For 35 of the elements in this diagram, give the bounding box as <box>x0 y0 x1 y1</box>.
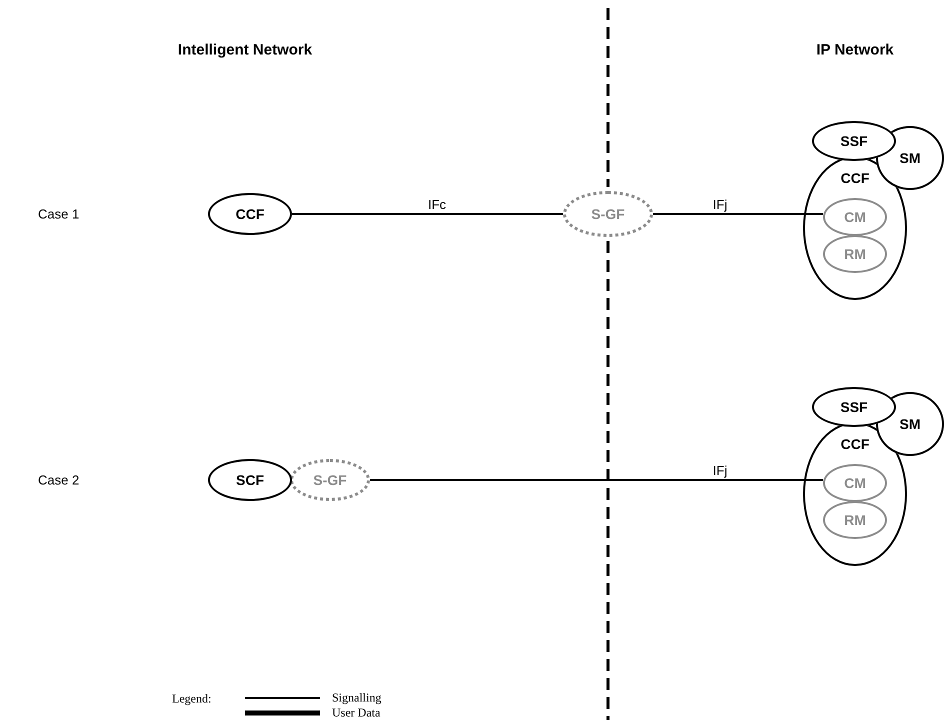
function-ellipse <box>823 235 887 273</box>
node-label: S-GF <box>313 472 347 488</box>
edge-label: IFj <box>710 197 730 212</box>
section-heading: Intelligent Network <box>178 42 312 58</box>
node-label: CCF <box>840 436 870 453</box>
function-ellipse <box>823 198 887 236</box>
node-label: CCF <box>236 206 264 222</box>
node-label: CCF <box>840 170 870 187</box>
node-label: SCF <box>236 472 264 488</box>
node-label: SSF <box>840 132 868 150</box>
dotted-ellipse <box>290 459 370 501</box>
node-label: S-GF <box>591 206 625 222</box>
connector-line <box>653 213 823 215</box>
function-ellipse <box>876 392 944 456</box>
node-label: RM <box>844 512 866 528</box>
connector-line <box>370 479 823 481</box>
node-label: SM <box>900 416 920 432</box>
section-heading: IP Network <box>816 42 894 58</box>
legend-label: Signalling <box>332 690 382 706</box>
connector-line <box>292 213 563 215</box>
legend-label: User Data <box>332 706 380 720</box>
function-ellipse <box>823 464 887 502</box>
case-label: Case 1 <box>38 206 80 222</box>
node-label: SM <box>900 150 920 166</box>
node-label: CM <box>844 474 866 492</box>
legend-heading: Legend: <box>172 692 212 706</box>
node-label: CM <box>844 208 866 226</box>
function-ellipse <box>823 501 887 539</box>
node-label: RM <box>844 246 866 262</box>
function-ellipse <box>812 121 896 161</box>
function-ellipse <box>876 126 944 190</box>
edge-label: IFj <box>710 463 730 478</box>
case-label: Case 2 <box>38 472 80 488</box>
function-ellipse <box>812 387 896 427</box>
node-label: SSF <box>840 398 868 416</box>
